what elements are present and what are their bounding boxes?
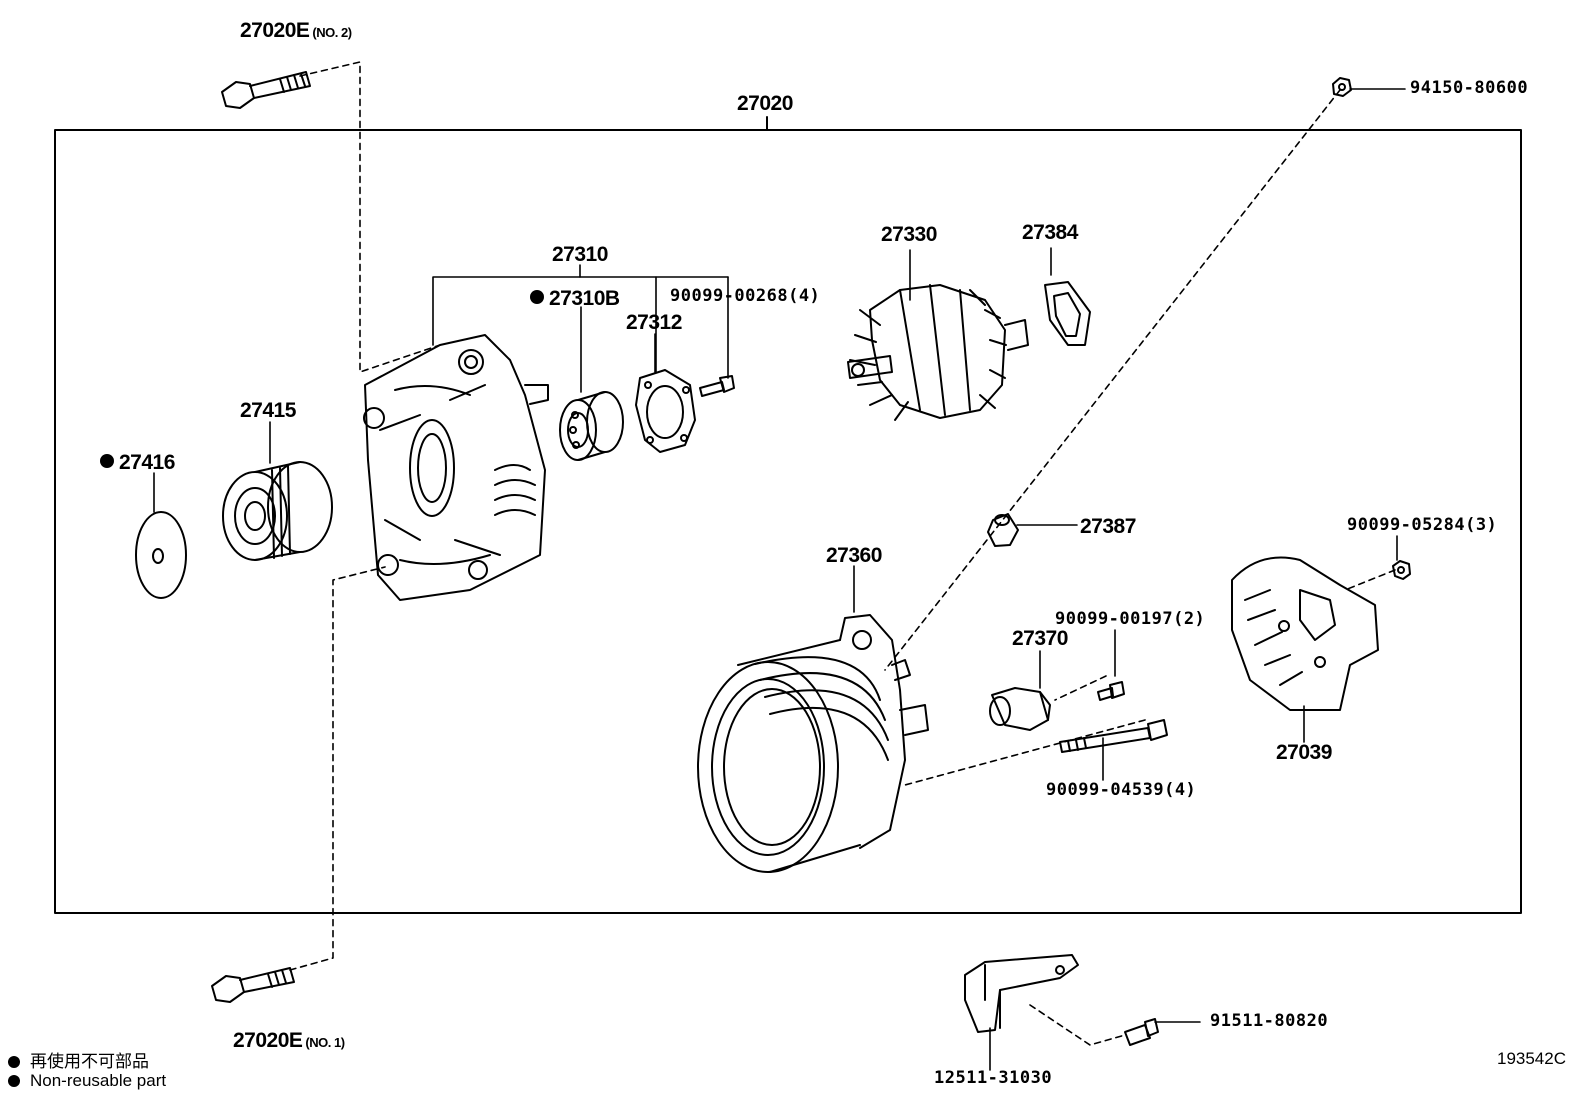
retainer-plate-27312 — [635, 369, 696, 453]
label-27020e-no1-sub: (NO. 1) — [305, 1035, 345, 1050]
holder-27384 — [1044, 281, 1091, 346]
label-27416-text: 27416 — [119, 451, 175, 474]
assembly-frame — [54, 129, 1522, 914]
label-27020e-no1: 27020E(NO. 1) — [233, 1030, 345, 1051]
label-27020e-no2-num: 27020E — [240, 19, 310, 42]
label-94150: 94150-80600 — [1410, 78, 1529, 98]
drawing-code: 193542C — [1496, 1049, 1566, 1068]
label-90099-05284: 90099-05284(3) — [1347, 515, 1498, 535]
rear-cover-27039 — [1231, 556, 1379, 711]
cap-27416 — [135, 511, 187, 599]
dashed-leaders — [289, 61, 1396, 1046]
non-reusable-dot-27310b — [530, 290, 544, 304]
solid-leaders — [153, 88, 1406, 1071]
label-27020e-no2-sub: (NO. 2) — [312, 25, 352, 40]
brush-holder-27370 — [989, 687, 1051, 731]
label-27310b-text: 27310B — [549, 287, 620, 310]
label-27312: 27312 — [626, 311, 682, 334]
insulator-27387 — [987, 513, 1019, 547]
label-27415: 27415 — [240, 399, 296, 422]
label-27416: 27416 — [100, 452, 175, 473]
label-27384: 27384 — [1022, 221, 1078, 244]
label-91511: 91511-80820 — [1210, 1011, 1329, 1031]
bolt-91511 — [1124, 1018, 1159, 1046]
screw-90099-00197 — [1097, 681, 1125, 701]
label-27370: 27370 — [1012, 627, 1068, 650]
bolt-27020e-no2 — [221, 71, 311, 109]
label-12511: 12511-31030 — [934, 1068, 1053, 1088]
legend-dot-jp — [8, 1056, 20, 1068]
stator-frame-27360 — [697, 614, 929, 873]
bearing-27310b — [559, 391, 624, 461]
legend-jp-text: 再使用不可部品 — [30, 1052, 149, 1071]
legend-dot-en — [8, 1075, 20, 1087]
drive-end-frame — [363, 334, 549, 601]
label-27387: 27387 — [1080, 515, 1136, 538]
bolt-27020e-no1 — [211, 967, 295, 1003]
bracket-12511 — [964, 954, 1079, 1033]
label-27330: 27330 — [881, 223, 937, 246]
legend-en-text: Non-reusable part — [30, 1071, 167, 1090]
label-27020e-no2: 27020E(NO. 2) — [240, 20, 352, 41]
legend-en: Non-reusable part — [8, 1071, 166, 1091]
pulley-27415 — [222, 461, 333, 561]
bolt-90099-04539 — [1059, 719, 1168, 753]
screw-90099-00268 — [699, 375, 735, 397]
label-90099-04539: 90099-04539(4) — [1046, 780, 1197, 800]
label-90099-00197: 90099-00197(2) — [1055, 609, 1206, 629]
label-27020e-no1-num: 27020E — [233, 1029, 303, 1052]
label-27039: 27039 — [1276, 741, 1332, 764]
rotor-27330 — [847, 284, 1029, 421]
label-27310: 27310 — [552, 243, 608, 266]
nut-94150 — [1332, 77, 1352, 97]
nut-90099-05284 — [1392, 560, 1411, 580]
legend-jp: 再使用不可部品 — [8, 1047, 149, 1072]
non-reusable-dot-27416 — [100, 454, 114, 468]
label-90099-00268: 90099-00268(4) — [670, 286, 821, 306]
label-27360: 27360 — [826, 544, 882, 567]
label-27020: 27020 — [737, 92, 793, 115]
label-27310b: 27310B — [530, 288, 620, 309]
